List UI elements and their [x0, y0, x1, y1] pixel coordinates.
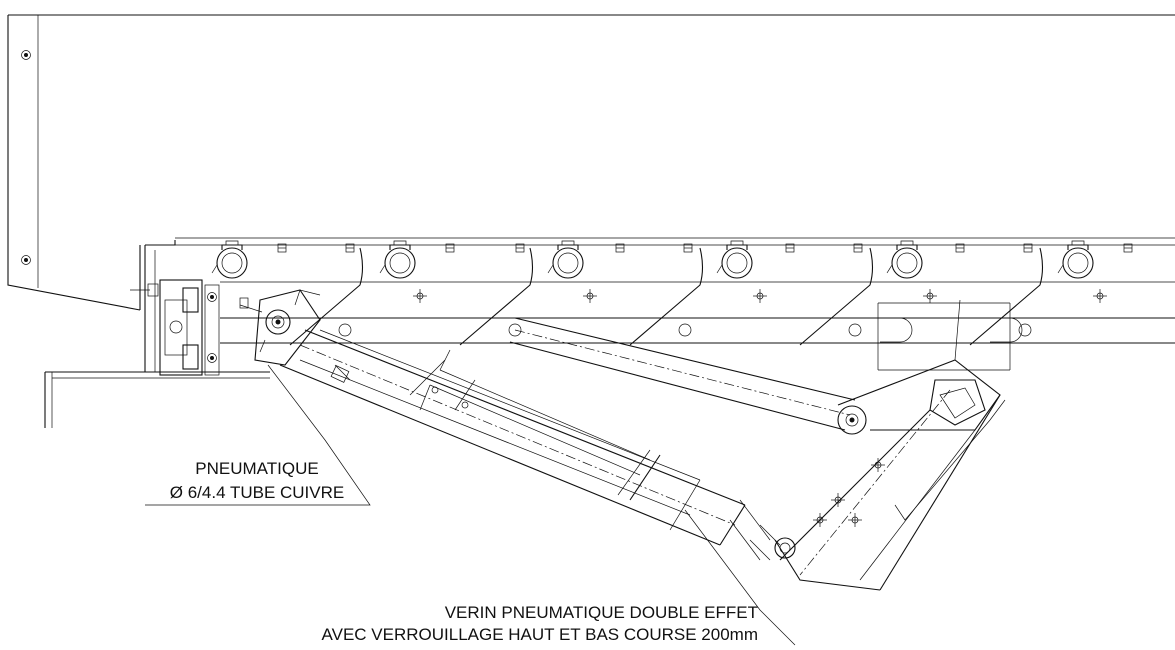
lever-plate [774, 299, 1006, 591]
link-arm [509, 317, 867, 435]
cylinder-label-line1: VERIN PNEUMATIQUE DOUBLE EFFET [445, 603, 758, 622]
support-bracket [130, 279, 220, 376]
tube-leader [145, 364, 371, 506]
cylinder-leader [684, 509, 796, 646]
cylinder-label-line2: AVEC VERROUILLAGE HAUT ET BAS COURSE 200… [322, 625, 758, 644]
floor-plate [44, 371, 270, 428]
tube-label-line1: PNEUMATIQUE [195, 459, 318, 478]
slat-rail [175, 237, 1175, 346]
tube-label-line2: Ø 6/4.4 TUBE CUIVRE [170, 483, 344, 502]
main-frame [220, 281, 1175, 373]
cylinder-clevis [239, 289, 321, 366]
pneumatic-cylinder [279, 329, 796, 561]
